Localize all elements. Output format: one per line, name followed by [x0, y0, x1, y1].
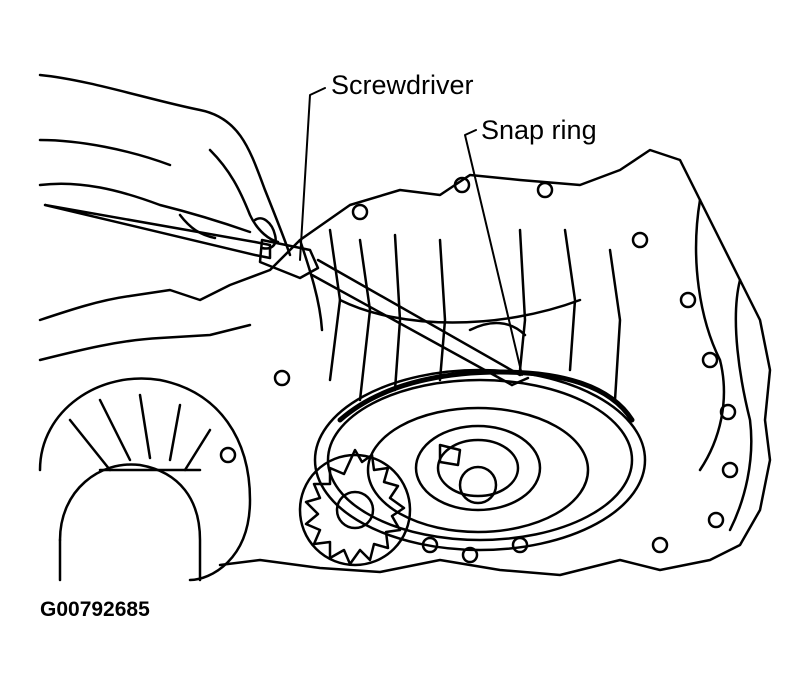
- screwdriver-label: Screwdriver: [331, 70, 474, 100]
- clutch-housing: [328, 228, 622, 402]
- snap-ring-leader: [464, 129, 523, 376]
- callout-leaders: [299, 87, 523, 376]
- screwdriver: [43, 203, 530, 387]
- figure-id: G00792685: [40, 598, 150, 621]
- drum-assembly: [313, 368, 647, 564]
- screwdriver-leader: [299, 87, 326, 261]
- gear: [298, 448, 412, 567]
- differential-housing: [38, 377, 252, 582]
- snap-ring-label: Snap ring: [481, 115, 597, 145]
- hand: [38, 73, 292, 257]
- snap-ring-shape: [337, 369, 635, 423]
- transmission-case: [38, 148, 772, 577]
